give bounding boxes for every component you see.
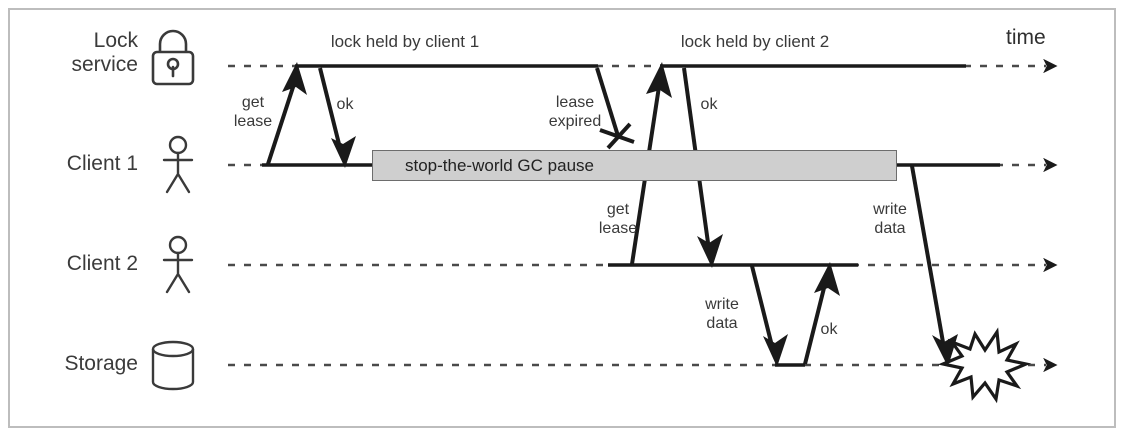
span-label-lock-held-client-1: lock held by client 1 xyxy=(330,32,480,51)
span-label-lock-held-client-2: lock held by client 2 xyxy=(680,32,830,51)
message-label-get-lease-1: get lease xyxy=(233,94,273,130)
lease-expired-cross-stroke-b xyxy=(606,122,632,150)
message-label-ok-storage: ok xyxy=(820,321,838,338)
time-axis-label: time xyxy=(1006,26,1046,49)
lane-label-client-2: Client 2 xyxy=(66,252,138,275)
lane-label-lock-service: Lock service xyxy=(71,29,138,76)
stick-figure-icon-client-2 xyxy=(162,235,194,294)
database-cylinder-icon xyxy=(151,340,195,391)
padlock-icon xyxy=(151,29,195,86)
arrow-ok-1 xyxy=(318,67,356,168)
message-label-ok-1: ok xyxy=(336,96,354,113)
stop-the-world-gc-pause-box: stop-the-world GC pause xyxy=(372,150,897,181)
arrow-ok-storage xyxy=(803,262,840,365)
arrow-write-data-client-1 xyxy=(910,165,958,367)
message-label-write-data-client-2: write data xyxy=(705,296,739,332)
message-label-lease-expired: lease expired xyxy=(548,94,602,130)
lane-label-storage: Storage xyxy=(64,352,138,375)
arrow-write-data-client-2 xyxy=(750,265,788,367)
explosion-star-icon xyxy=(937,327,1032,404)
arrow-get-lease-1 xyxy=(266,62,307,165)
arrow-lease-expired xyxy=(595,67,635,150)
lane-label-client-1: Client 1 xyxy=(66,152,138,175)
message-label-write-data-client-1: write data xyxy=(873,201,907,237)
gc-pause-label: stop-the-world GC pause xyxy=(405,155,594,175)
stick-figure-icon-client-1 xyxy=(162,135,194,194)
message-label-ok-2: ok xyxy=(700,96,718,113)
message-label-get-lease-2: get lease xyxy=(598,201,638,237)
